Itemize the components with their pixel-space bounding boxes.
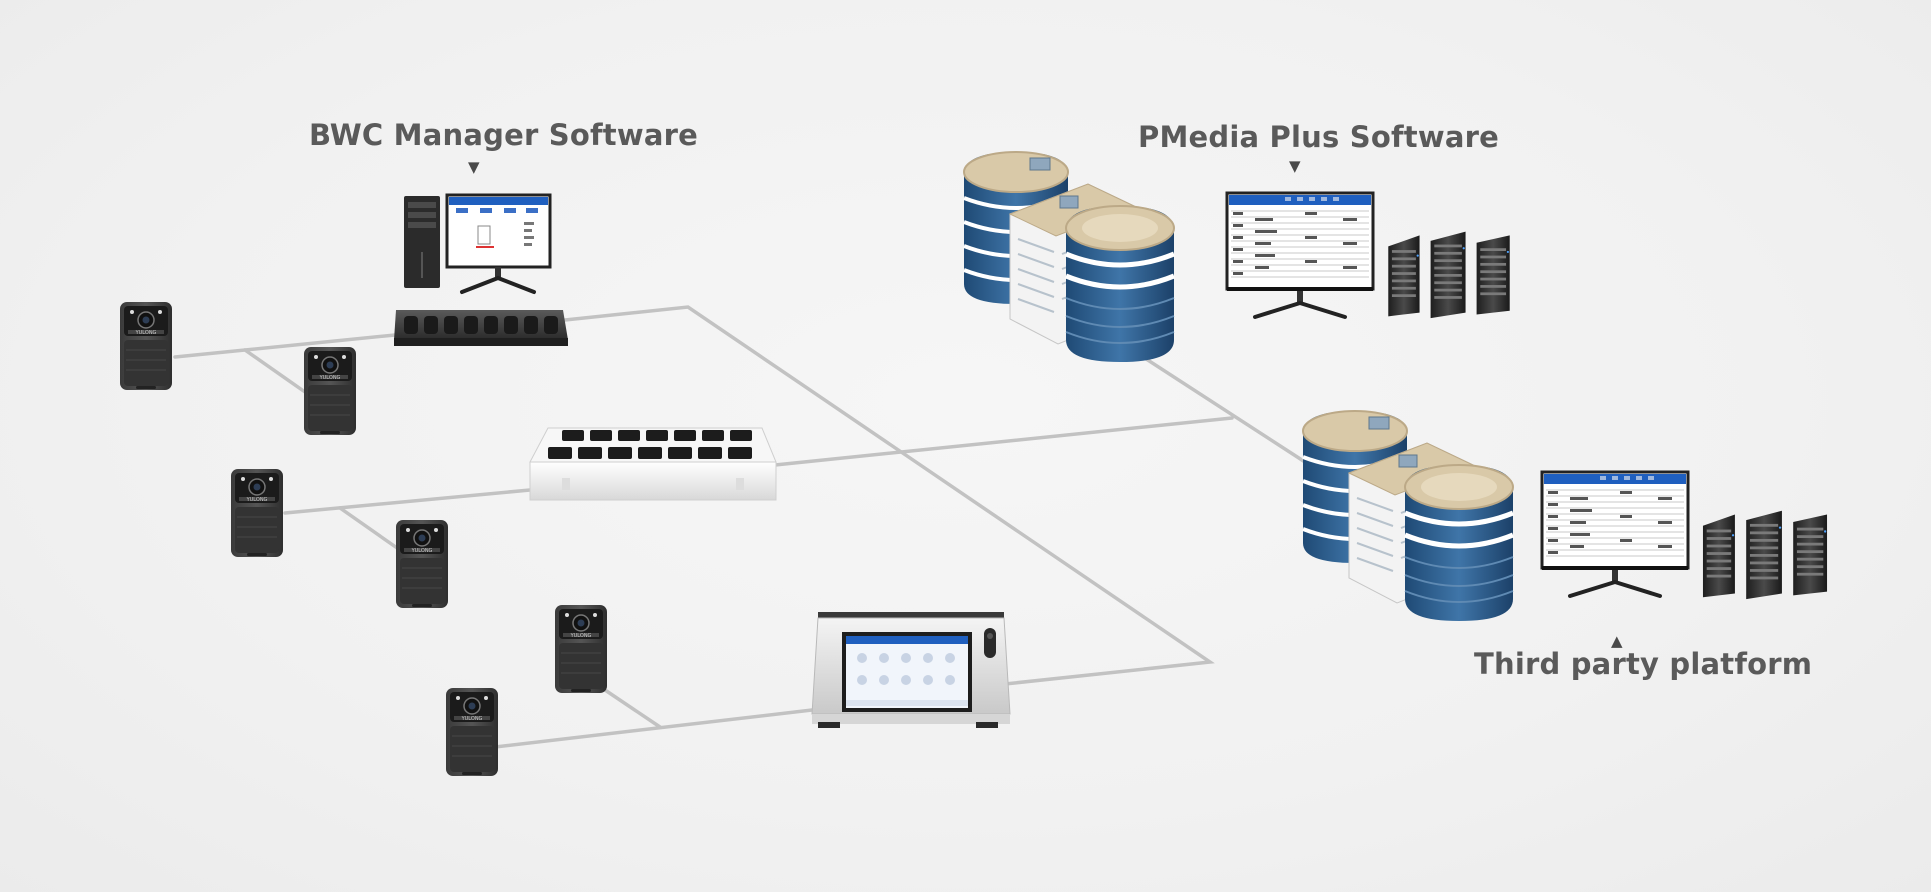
line-cam1-dock1 bbox=[173, 333, 397, 359]
line-cam3-dock2 bbox=[283, 488, 532, 515]
line-pmedia1-pmedia2 bbox=[1138, 353, 1307, 464]
arrow-up-icon: ▲ bbox=[1611, 632, 1623, 650]
monitor-icon bbox=[445, 193, 552, 294]
server-rack-icon bbox=[1702, 510, 1828, 600]
line-cam4-branch bbox=[338, 506, 402, 552]
computer-tower-icon bbox=[404, 196, 440, 288]
monitor-icon bbox=[1225, 191, 1375, 319]
monitor-icon bbox=[1540, 470, 1690, 598]
line-cam2-branch bbox=[243, 348, 307, 394]
building-icon bbox=[1303, 411, 1513, 621]
label-third-party: Third party platform bbox=[1474, 647, 1813, 681]
line-dock1-hub bbox=[563, 305, 1215, 686]
docking-station-icon bbox=[394, 310, 568, 346]
body-camera-icon bbox=[230, 468, 284, 558]
body-camera-icon bbox=[395, 519, 449, 609]
building-icon bbox=[964, 152, 1174, 362]
server-rack-icon bbox=[1388, 231, 1510, 319]
label-bwc-manager: BWC Manager Software bbox=[309, 118, 698, 152]
label-pmedia-plus: PMedia Plus Software bbox=[1138, 120, 1499, 154]
arrow-down-icon: ▼ bbox=[468, 158, 480, 176]
body-camera-icon bbox=[445, 687, 499, 777]
body-camera-icon bbox=[119, 301, 173, 391]
arrow-down-icon: ▼ bbox=[1289, 157, 1301, 175]
line-cam5-branch bbox=[603, 688, 662, 729]
line-dock2-pmedia2 bbox=[773, 416, 1234, 467]
body-camera-icon bbox=[303, 346, 357, 436]
body-camera-icon bbox=[554, 604, 608, 694]
touch-kiosk-icon bbox=[811, 612, 1011, 728]
connection-lines bbox=[173, 305, 1307, 749]
docking-station-icon bbox=[529, 427, 777, 501]
line-cam6-kiosk bbox=[493, 708, 814, 749]
